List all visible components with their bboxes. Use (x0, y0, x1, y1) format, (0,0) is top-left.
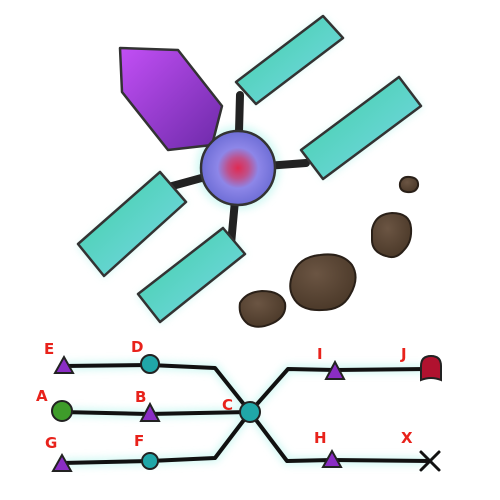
edge-F-C (148, 410, 252, 463)
label-J: J (400, 345, 407, 363)
label-A: A (36, 387, 48, 405)
solar-panel-top-right (234, 14, 345, 106)
purple-module (118, 46, 224, 152)
network-graph: E D A B G F C I J H X (36, 338, 442, 472)
edge-C-I (248, 367, 337, 414)
node-C[interactable] (239, 401, 261, 423)
label-H: H (314, 429, 327, 447)
label-I: I (317, 345, 323, 363)
edge-B-C (146, 410, 252, 416)
edge-C-H (248, 410, 334, 463)
edge-E-D (62, 363, 152, 368)
node-D[interactable] (140, 354, 160, 374)
solar-panel-bottom (136, 226, 247, 324)
edge-D-C (148, 363, 252, 414)
node-E[interactable] (53, 354, 75, 374)
graph-edges (60, 363, 432, 465)
node-I[interactable] (324, 359, 346, 380)
label-C: C (222, 396, 233, 414)
rock-medium (371, 211, 413, 259)
rock-flat (238, 289, 287, 328)
label-B: B (135, 388, 146, 406)
debris (238, 175, 420, 328)
solar-panel-left (76, 170, 188, 278)
label-G: G (45, 434, 57, 452)
solar-panel-right (299, 75, 423, 181)
edge-A-B (60, 410, 150, 416)
node-J[interactable] (420, 354, 442, 382)
node-H[interactable] (321, 448, 343, 468)
label-F: F (134, 432, 144, 450)
edge-G-F (60, 459, 152, 465)
node-X[interactable] (419, 450, 441, 472)
node-F[interactable] (141, 452, 159, 470)
rock-small (398, 175, 420, 194)
node-G[interactable] (51, 452, 73, 472)
graph-nodes (51, 354, 442, 472)
label-X: X (401, 429, 413, 447)
node-A[interactable] (51, 400, 73, 422)
label-D: D (131, 338, 143, 356)
satellite-illustration (76, 14, 423, 328)
node-labels: E D A B G F C I J H X (36, 338, 413, 452)
edge-H-X (330, 458, 432, 463)
label-E: E (44, 340, 54, 358)
node-B[interactable] (139, 401, 161, 422)
rock-large (289, 253, 357, 312)
satellite-hub (199, 129, 277, 207)
edge-I-J (333, 367, 429, 372)
